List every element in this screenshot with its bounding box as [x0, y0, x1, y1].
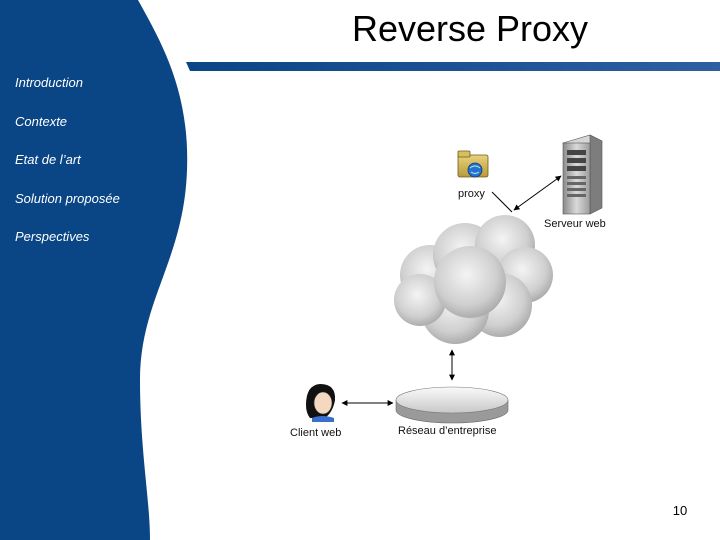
arrow-proxy-cloud — [491, 191, 513, 213]
internet-cloud — [394, 215, 553, 344]
nav-item-introduction[interactable]: Introduction — [15, 75, 83, 90]
nav-item-perspectives[interactable]: Perspectives — [15, 229, 90, 244]
web-client-icon — [306, 384, 336, 422]
enterprise-network-icon — [395, 386, 509, 424]
nav-item-solution-proposee[interactable]: Solution proposée — [15, 190, 120, 206]
proxy-folder-icon — [457, 150, 489, 178]
page-number: 10 — [672, 503, 688, 518]
nav-item-etat-de-l-art[interactable]: Etat de l’art — [15, 152, 81, 167]
arrow-proxy-server — [513, 175, 562, 211]
sidebar-nav: Introduction Contexte Etat de l’art Solu… — [15, 74, 175, 267]
title-underline-bar — [186, 62, 720, 71]
web-server-icon — [562, 134, 603, 215]
proxy-label: proxy — [458, 188, 485, 200]
sidebar-wave — [0, 0, 188, 540]
nav-item-contexte[interactable]: Contexte — [15, 113, 68, 129]
client-label: Client web — [290, 427, 341, 439]
slide-title: Reverse Proxy — [351, 8, 589, 49]
web-server-label: Serveur web — [544, 218, 606, 230]
network-label: Réseau d’entreprise — [398, 425, 496, 437]
